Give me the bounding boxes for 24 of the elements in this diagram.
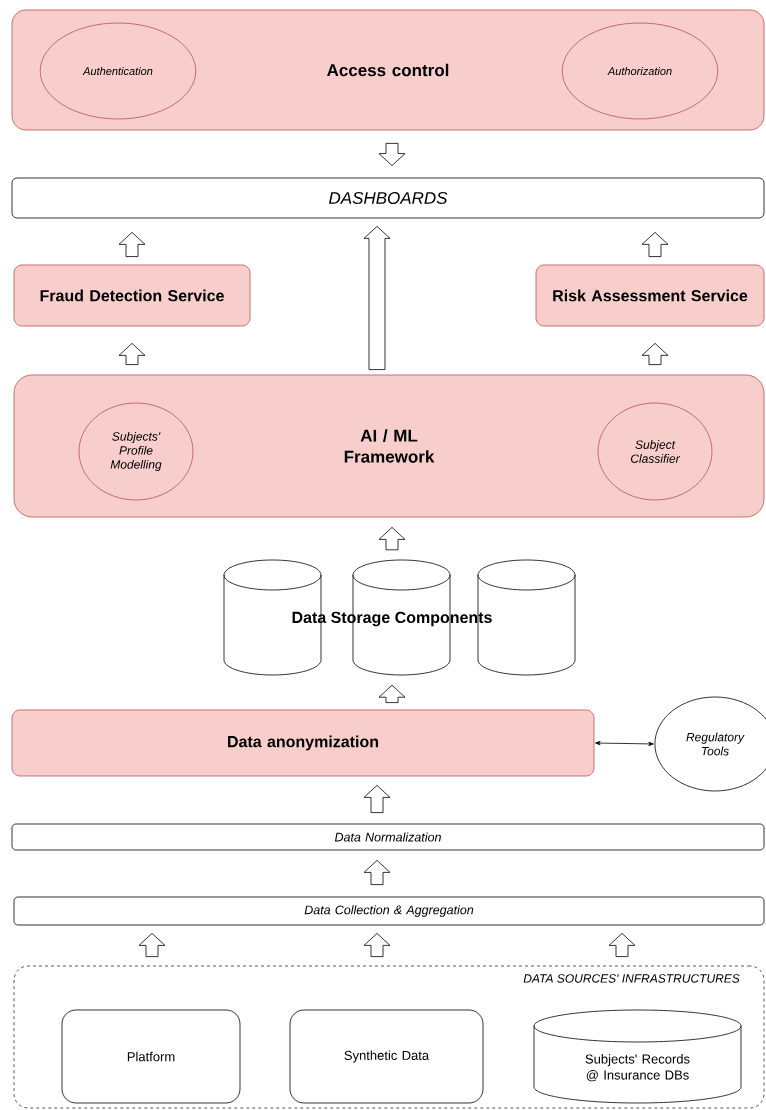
source-box: Synthetic Data	[289, 1009, 484, 1104]
service-box: Fraud Detection Service	[13, 264, 251, 327]
block-arrow	[641, 232, 669, 257]
block-arrow	[363, 785, 391, 813]
block-arrow	[378, 527, 406, 551]
storage-label: Data Storage Components	[292, 611, 492, 627]
process-box: Data anonymization	[11, 709, 595, 777]
block-arrow	[138, 933, 166, 957]
source-box: Platform	[61, 1009, 241, 1104]
block-arrow	[363, 860, 391, 885]
layer-bar: DASHBOARDS	[11, 177, 765, 219]
double-arrow	[595, 740, 654, 746]
database-cylinder: Subjects' Records @ Insurance DBs	[533, 1009, 742, 1104]
block-arrow	[118, 232, 146, 257]
block-arrow	[608, 933, 636, 957]
block-arrow	[118, 343, 146, 365]
block-arrow	[641, 343, 669, 365]
service-box: Risk Assessment Service	[535, 264, 765, 327]
block-arrow	[363, 226, 391, 370]
block-arrow	[363, 933, 391, 957]
block-arrow	[378, 143, 406, 166]
block-arrow	[378, 684, 406, 703]
layer-bar: Data Collection & Aggregation	[13, 896, 765, 926]
layer-bar: Data Normalization	[11, 823, 765, 851]
